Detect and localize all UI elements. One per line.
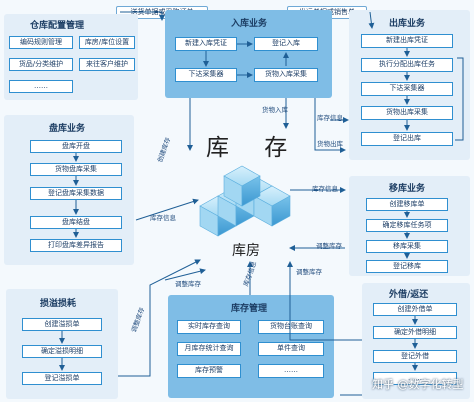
ledger-query: 货物台账查询 — [258, 320, 324, 334]
damage-create: 创建溢损单 — [22, 318, 102, 331]
inbound-register: 登记入库 — [254, 37, 318, 51]
lending-title: 外借/返还 — [389, 290, 429, 300]
watermark: 知乎 @数字化转型 — [372, 378, 464, 391]
inbound-panel — [165, 10, 332, 98]
goods-in-caption: 货物入库 — [262, 106, 288, 114]
lending-register: 登记外借 — [373, 350, 457, 363]
damage-title: 损溢损耗 — [40, 299, 77, 309]
config-item-encoding: 编码规则管理 — [9, 36, 73, 49]
stock-info-caption-1: 库存信息 — [317, 114, 343, 122]
inventory-mgmt-title: 库存管理 — [231, 304, 268, 314]
stock-info-caption-2: 库存信息 — [312, 185, 338, 193]
config-title: 仓库配置管理 — [30, 21, 85, 31]
single-item-query: 单件查询 — [258, 342, 324, 356]
config-item-clients: 来往客户维护 — [79, 58, 135, 71]
warehouse-cubes-icon — [199, 165, 291, 237]
stocktake-collect: 货物盘库采集 — [30, 163, 122, 176]
inbound-title: 入库业务 — [231, 19, 268, 29]
adjust-caption-2: 调整库存 — [175, 280, 201, 288]
outbound-register: 登记出库 — [361, 132, 453, 146]
inventory-more: …… — [258, 364, 324, 378]
stock-info-caption-3: 库存信息 — [150, 214, 176, 222]
outbound-allocate: 执行分配出库任务 — [361, 58, 453, 72]
monthly-stats-query: 月库存统计查询 — [177, 342, 241, 356]
outbound-title: 出库业务 — [389, 19, 426, 29]
config-item-location: 库房/库位设置 — [79, 36, 135, 49]
adjust-caption-3: 调整库存 — [296, 268, 322, 276]
transfer-title: 移库业务 — [389, 184, 426, 194]
damage-register: 登记溢损单 — [22, 372, 102, 385]
config-item-goods: 货品/分类维护 — [9, 58, 73, 71]
outbound-new-voucher: 新建出库凭证 — [361, 34, 453, 48]
stock-label: 库 存 — [206, 135, 302, 161]
goods-out-caption: 货物出库 — [317, 140, 343, 148]
outbound-collect: 货物出库采集 — [361, 106, 453, 120]
stocktake-title: 盘库业务 — [49, 124, 86, 134]
lending-create: 创建外借单 — [373, 303, 457, 316]
stocktake-report: 打印盘库差异报告 — [30, 239, 122, 252]
warehouse-label: 库房 — [232, 243, 260, 259]
transfer-create: 创建移库单 — [366, 198, 448, 211]
stocktake-open: 盘库开盘 — [30, 140, 122, 153]
inbound-new-voucher: 新建入库凭证 — [175, 37, 237, 51]
transfer-collect: 移库采集 — [366, 240, 448, 253]
inbound-collect: 货物入库采集 — [254, 68, 318, 82]
lending-more: …… — [373, 372, 457, 385]
stocktake-register: 登记盘库采集数据 — [30, 187, 122, 200]
transfer-register: 登记移库 — [366, 260, 448, 273]
inbound-dispatch-collector: 下达采集器 — [175, 68, 237, 82]
outbound-dispatch-collector: 下达采集器 — [361, 82, 453, 96]
stock-alert: 库存预警 — [177, 364, 241, 378]
transfer-confirm: 确定移库任务项 — [366, 219, 448, 232]
lending-confirm: 确定外借明细 — [373, 326, 457, 339]
stocktake-close: 盘库结盘 — [30, 216, 122, 229]
adjust-caption-1: 调整库存 — [316, 242, 342, 250]
realtime-stock-query: 实时库存查询 — [177, 320, 241, 334]
config-item-more: …… — [9, 80, 73, 93]
damage-confirm: 确定溢损明细 — [22, 345, 102, 358]
